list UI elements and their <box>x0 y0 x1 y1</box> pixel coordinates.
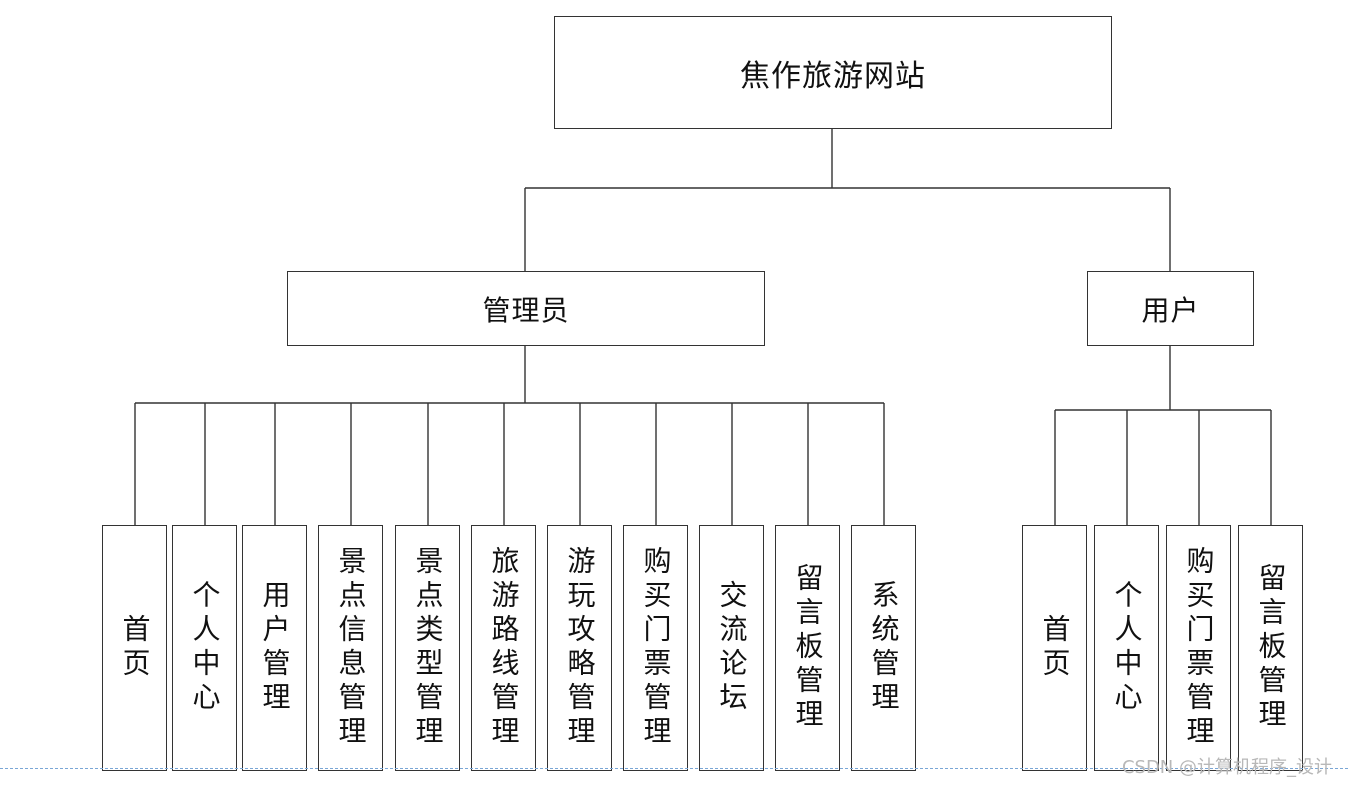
function-node: 首页 <box>102 525 167 771</box>
function-node: 系统管理 <box>851 525 916 771</box>
function-node: 购买门票管理 <box>623 525 688 771</box>
root-node: 焦作旅游网站 <box>554 16 1112 129</box>
function-node: 游玩攻略管理 <box>547 525 612 771</box>
function-label: 购买门票管理 <box>1182 546 1216 750</box>
function-label: 旅游路线管理 <box>487 546 521 750</box>
function-label: 景点类型管理 <box>411 546 445 750</box>
function-node: 景点类型管理 <box>395 525 460 771</box>
function-label: 景点信息管理 <box>334 546 368 750</box>
function-label: 个人中心 <box>188 580 222 716</box>
function-label: 首页 <box>1038 614 1072 682</box>
function-node: 个人中心 <box>172 525 237 771</box>
role-node-admin: 管理员 <box>287 271 765 346</box>
role-node-user: 用户 <box>1087 271 1254 346</box>
function-node: 个人中心 <box>1094 525 1159 771</box>
function-label: 留言板管理 <box>1254 563 1288 733</box>
function-label: 系统管理 <box>867 580 901 716</box>
root-label: 焦作旅游网站 <box>740 58 926 94</box>
function-label: 用户管理 <box>258 580 292 716</box>
function-label: 交流论坛 <box>715 580 749 716</box>
function-node: 景点信息管理 <box>318 525 383 771</box>
function-node: 首页 <box>1022 525 1087 771</box>
function-node: 用户管理 <box>242 525 307 771</box>
function-label: 个人中心 <box>1110 580 1144 716</box>
function-label: 留言板管理 <box>791 563 825 733</box>
function-node: 交流论坛 <box>699 525 764 771</box>
watermark: CSDN @计算机程序_设计 <box>1121 757 1332 778</box>
page-break-line <box>0 768 1348 769</box>
function-node: 旅游路线管理 <box>471 525 536 771</box>
role-label: 用户 <box>1141 293 1200 327</box>
function-node: 留言板管理 <box>775 525 840 771</box>
function-label: 购买门票管理 <box>639 546 673 750</box>
role-label: 管理员 <box>482 293 570 327</box>
function-label: 游玩攻略管理 <box>563 546 597 750</box>
function-label: 首页 <box>118 614 152 682</box>
function-node: 购买门票管理 <box>1166 525 1231 771</box>
function-node: 留言板管理 <box>1238 525 1303 771</box>
